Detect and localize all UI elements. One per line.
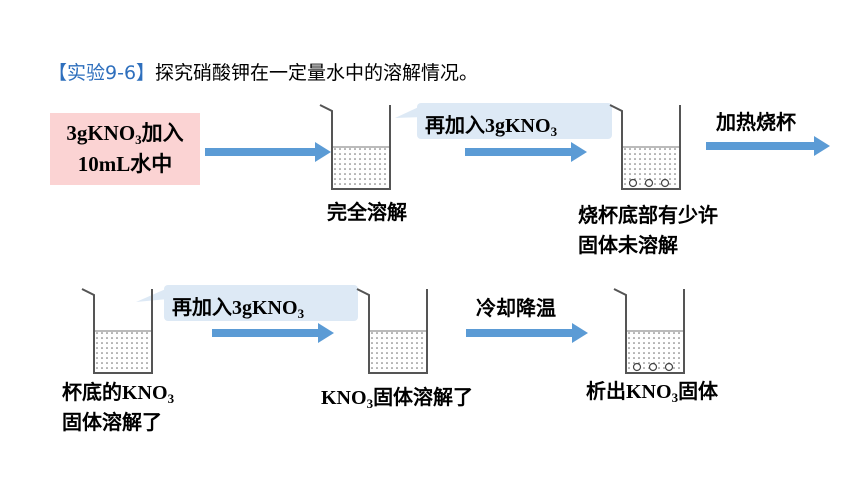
beaker-3: [81, 288, 153, 374]
result-3-label: 杯底的KNO3 固体溶解了: [62, 382, 175, 434]
result-2-label: 烧杯底部有少许 固体未溶解: [578, 205, 718, 257]
start-line-1: 3gKNO3加入: [66, 121, 184, 147]
step-add-kno3-bubble: 再加入3gKNO3: [417, 103, 612, 139]
flow-arrow-3: [706, 136, 830, 156]
beaker-5: [613, 288, 685, 374]
beaker-4: [356, 288, 428, 374]
experiment-title: 【实验9-6】探究硝酸钾在一定量水中的溶解情况。: [48, 58, 478, 85]
beaker-2: [609, 104, 681, 190]
experiment-tag: 【实验9-6】: [48, 62, 156, 84]
flow-arrow-2: [465, 142, 587, 162]
start-line-2: 10mL水中: [77, 152, 173, 176]
flow-arrow-1: [205, 142, 331, 162]
step-heat-label: 加热烧杯: [716, 112, 796, 134]
step-add-kno3-bubble-2: 再加入3gKNO3: [164, 285, 358, 321]
flow-arrow-4: [212, 323, 334, 343]
step-cool-label: 冷却降温: [476, 298, 556, 320]
result-4-label: KNO3固体溶解了: [321, 387, 474, 411]
experiment-description: 探究硝酸钾在一定量水中的溶解情况。: [155, 62, 479, 84]
bubble-tail-1: [395, 105, 423, 118]
result-1-label: 完全溶解: [327, 202, 407, 224]
beaker-1: [319, 104, 391, 190]
result-5-label: 析出KNO3固体: [586, 381, 719, 405]
start-condition-box: 3gKNO3加入 10mL水中: [50, 113, 200, 185]
flow-arrow-5: [466, 323, 588, 343]
